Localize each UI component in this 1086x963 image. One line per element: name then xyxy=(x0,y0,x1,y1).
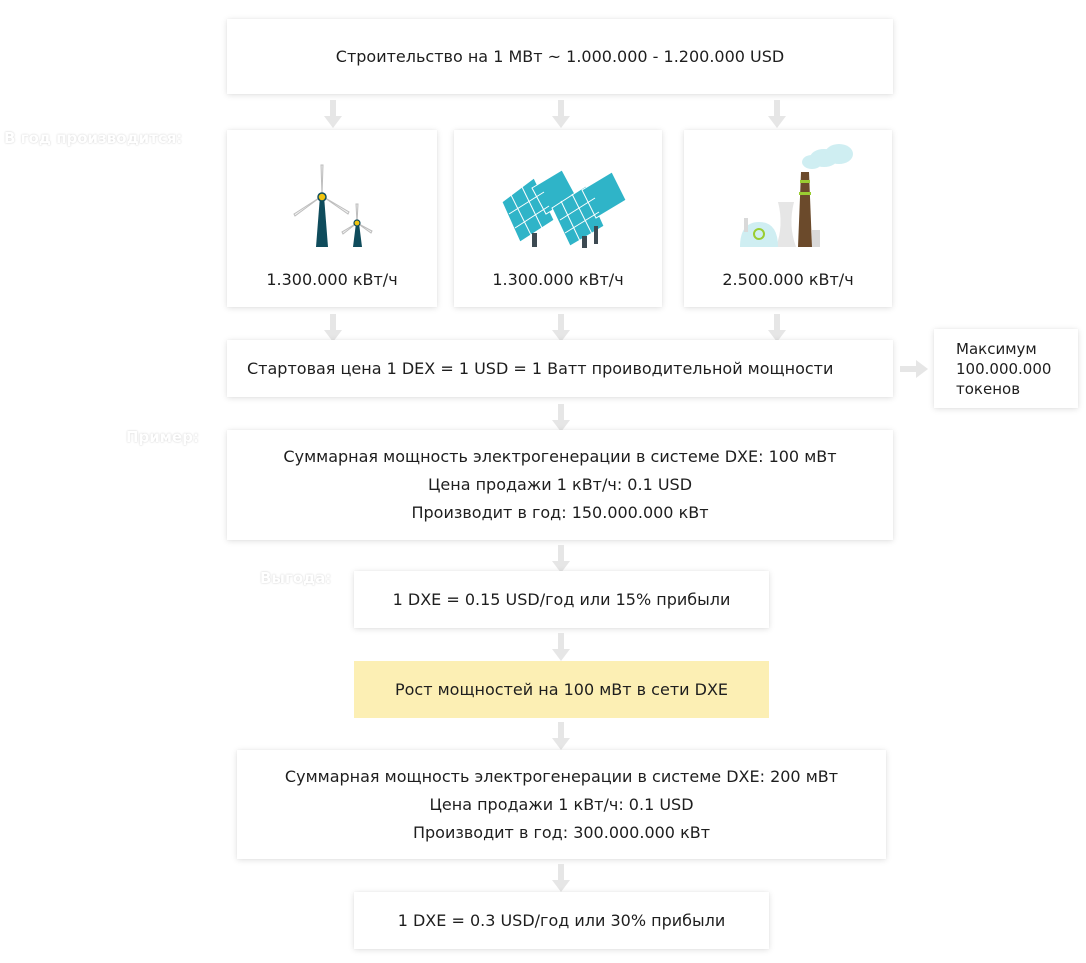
arrow-down-icon xyxy=(552,314,570,342)
example1-total-power: Суммарная мощность электрогенерации в си… xyxy=(283,447,837,466)
arrow-down-icon xyxy=(768,100,786,128)
power-plant-icon xyxy=(740,144,853,247)
max-tokens-line2: 100.000.000 xyxy=(956,360,1052,378)
example2-total-power: Суммарная мощность электрогенерации в си… xyxy=(284,766,839,786)
benefit1-text: 1 DXE = 0.15 USD/год или 15% прибыли xyxy=(392,589,731,609)
arrow-down-icon xyxy=(552,722,570,750)
arrow-down-icon xyxy=(552,404,570,432)
example1-box: Суммарная мощность электрогенерации в си… xyxy=(227,430,893,540)
wind-source-card: 1.300.000 кВт/ч xyxy=(227,130,437,307)
arrow-right-icon xyxy=(900,360,928,378)
max-tokens-line1: Максимум xyxy=(956,340,1037,358)
solar-panel-icon xyxy=(501,169,627,248)
plant-source-card: 2.500.000 кВт/ч xyxy=(684,130,892,307)
wind-output-value: 1.300.000 кВт/ч xyxy=(266,270,398,289)
arrow-down-icon xyxy=(552,633,570,661)
example2-annual-output: Производит в год: 300.000.000 кВт xyxy=(412,822,711,842)
arrow-down-icon xyxy=(324,100,342,128)
arrow-down-icon xyxy=(768,314,786,342)
example1-sale-price: Цена продажи 1 кВт/ч: 0.1 USD xyxy=(427,475,693,494)
solar-source-card: 1.300.000 кВт/ч xyxy=(454,130,662,307)
wind-turbine-icon xyxy=(293,164,373,247)
example2-sale-price: Цена продажи 1 кВт/ч: 0.1 USD xyxy=(429,794,694,814)
growth-text: Рост мощностей на 100 мВт в сети DXE xyxy=(394,679,729,699)
benefit-label: Выгода: xyxy=(260,569,332,587)
construction-cost-box: Строительство на 1 МВт ~ 1.000.000 - 1.2… xyxy=(227,19,893,94)
arrow-down-icon xyxy=(324,314,342,342)
benefit1-box: 1 DXE = 0.15 USD/год или 15% прибыли xyxy=(354,571,769,628)
max-tokens-line3: токенов xyxy=(956,380,1021,398)
max-tokens-box: Максимум 100.000.000 токенов xyxy=(934,329,1078,408)
plant-output-value: 2.500.000 кВт/ч xyxy=(722,270,854,289)
construction-cost-text: Строительство на 1 МВт ~ 1.000.000 - 1.2… xyxy=(335,46,785,66)
start-price-text: Стартовая цена 1 DEX = 1 USD = 1 Ватт пр… xyxy=(247,358,834,378)
example-label: Пример: xyxy=(126,428,199,446)
arrow-down-icon xyxy=(552,864,570,892)
benefit2-box: 1 DXE = 0.3 USD/год или 30% прибыли xyxy=(354,892,769,949)
benefit2-text: 1 DXE = 0.3 USD/год или 30% прибыли xyxy=(397,910,726,930)
per-year-label: В год производится: xyxy=(4,129,183,147)
arrow-down-icon xyxy=(552,100,570,128)
example1-annual-output: Производит в год: 150.000.000 кВт xyxy=(411,503,709,522)
arrow-down-icon xyxy=(552,545,570,573)
example2-box: Суммарная мощность электрогенерации в си… xyxy=(237,750,886,859)
solar-output-value: 1.300.000 кВт/ч xyxy=(492,270,624,289)
start-price-box: Стартовая цена 1 DEX = 1 USD = 1 Ватт пр… xyxy=(227,340,893,397)
growth-box: Рост мощностей на 100 мВт в сети DXE xyxy=(354,661,769,718)
